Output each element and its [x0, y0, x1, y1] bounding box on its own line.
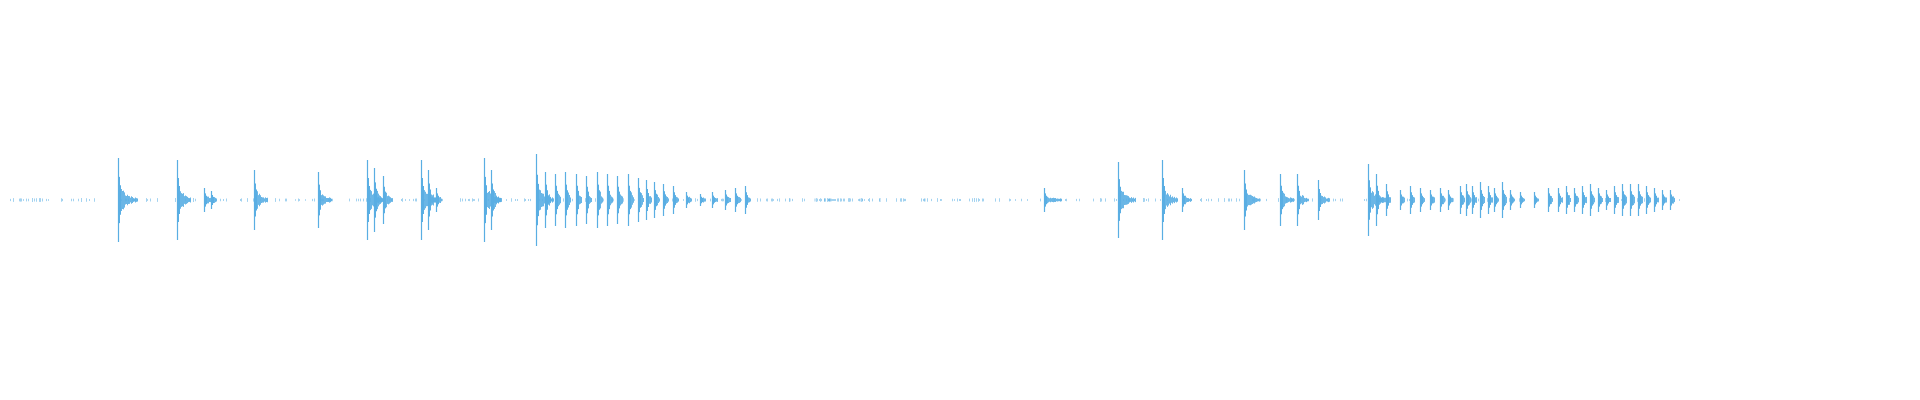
waveform-group [10, 154, 1680, 246]
